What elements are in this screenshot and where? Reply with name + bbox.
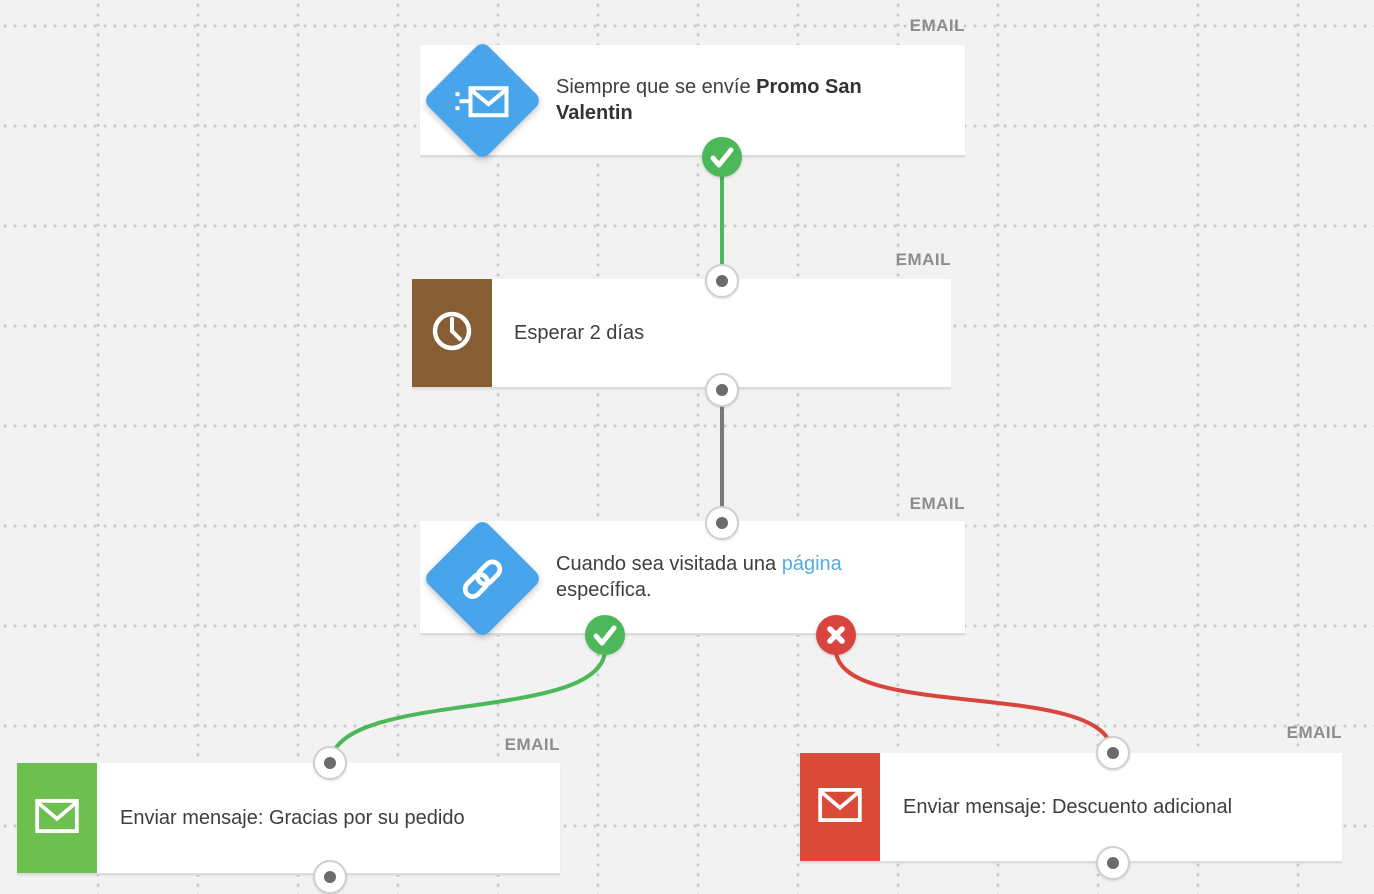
node-send-right-text: Enviar mensaje: Descuento adicional xyxy=(903,796,1233,818)
node-condition-diamond[interactable] xyxy=(422,518,543,639)
connector-dot xyxy=(324,871,336,883)
trigger-success-badge xyxy=(702,137,742,177)
envelope-icon xyxy=(35,798,79,838)
condition-no-badge xyxy=(816,615,856,655)
connector-dot xyxy=(716,384,728,396)
node-condition-type-label: EMAIL xyxy=(909,494,965,513)
send-right-input-connector[interactable] xyxy=(1096,736,1130,770)
connector-dot xyxy=(716,517,728,529)
node-trigger-text: Siempre que se envíe Promo San Valentin xyxy=(556,74,906,126)
node-wait-icon-box xyxy=(412,279,492,387)
node-trigger-text-normal: Siempre que se envíe xyxy=(556,76,757,98)
check-icon xyxy=(710,147,734,168)
link-icon xyxy=(455,551,511,607)
node-condition-text: Cuando sea visitada una página específic… xyxy=(556,551,901,603)
node-send-right-card[interactable]: Enviar mensaje: Descuento adicional xyxy=(800,753,1342,863)
node-send-left-type-label: EMAIL xyxy=(504,735,560,754)
node-trigger-diamond[interactable] xyxy=(422,40,543,161)
node-condition-card[interactable]: Cuando sea visitada una página específic… xyxy=(420,521,965,635)
check-icon xyxy=(593,625,617,646)
connector-dot xyxy=(716,275,728,287)
node-wait-type-label: EMAIL xyxy=(895,250,951,269)
node-wait-card[interactable]: Esperar 2 días xyxy=(412,279,951,389)
node-trigger-text-bold: Promo San Valentin xyxy=(556,76,862,124)
connector-dot xyxy=(1107,857,1119,869)
clock-icon xyxy=(429,308,475,359)
node-send-left-card[interactable]: Enviar mensaje: Gracias por su pedido xyxy=(17,763,560,875)
node-send-right-type-label: EMAIL xyxy=(1286,723,1342,742)
node-trigger-type-label: EMAIL xyxy=(909,16,965,35)
send-left-input-connector[interactable] xyxy=(313,746,347,780)
node-send-left-text: Enviar mensaje: Gracias por su pedido xyxy=(120,807,465,829)
send-right-output-connector[interactable] xyxy=(1096,846,1130,880)
wait-output-connector[interactable] xyxy=(705,373,739,407)
wire-condition-yes xyxy=(329,651,607,760)
envelope-icon xyxy=(818,787,862,827)
cross-icon xyxy=(827,626,845,644)
connector-dot xyxy=(1107,747,1119,759)
condition-yes-badge xyxy=(585,615,625,655)
node-condition-text-after: específica. xyxy=(556,579,652,601)
wait-input-connector[interactable] xyxy=(705,264,739,298)
send-left-output-connector[interactable] xyxy=(313,860,347,894)
condition-input-connector[interactable] xyxy=(705,506,739,540)
node-send-left-icon-box xyxy=(17,763,97,873)
node-wait-text: Esperar 2 días xyxy=(514,322,645,344)
send-email-icon xyxy=(455,79,511,123)
node-condition-text-before: Cuando sea visitada una xyxy=(556,553,782,575)
wire-condition-no xyxy=(834,651,1114,750)
node-condition-page-link[interactable]: página xyxy=(781,553,842,575)
connector-dot xyxy=(324,757,336,769)
node-send-right-icon-box xyxy=(800,753,880,861)
